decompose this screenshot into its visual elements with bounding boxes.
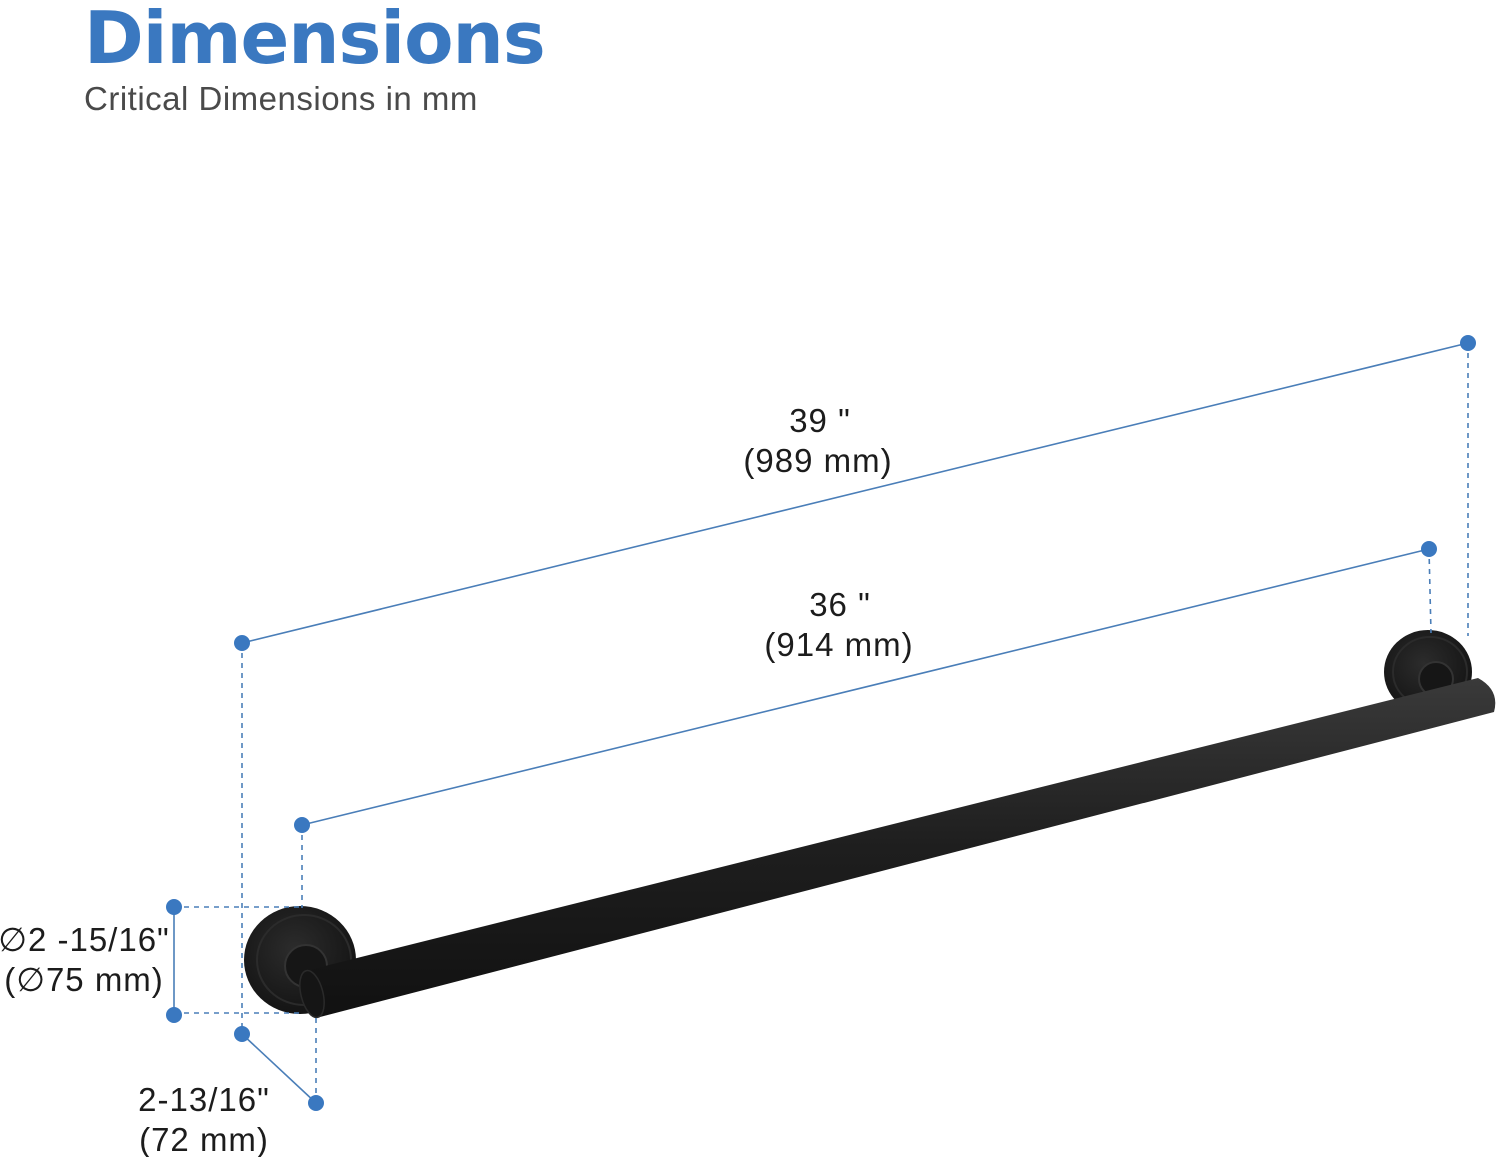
overall-endpoint-right xyxy=(1460,335,1476,351)
overall-length-metric: (989 mm) xyxy=(743,442,892,479)
header: Dimensions Critical Dimensions in mm xyxy=(84,0,546,118)
projection-endpoint-right xyxy=(308,1095,324,1111)
projection-imperial: 2-13/16" xyxy=(138,1081,270,1118)
bar-endpoint-right xyxy=(1421,541,1437,557)
bar-endpoint-left xyxy=(294,817,310,833)
bar-dimension-line xyxy=(301,548,1430,826)
projection-dimension-line xyxy=(241,1033,317,1104)
bar-tube xyxy=(303,678,1496,1017)
diameter-endpoint-top xyxy=(166,899,182,915)
flange-diameter-imperial: ∅2 -15/16" xyxy=(0,921,170,958)
page-title: Dimensions xyxy=(84,0,546,80)
projection-endpoint-left xyxy=(234,1026,250,1042)
bar-end-cap xyxy=(299,969,325,1019)
flange-diameter-metric: (∅75 mm) xyxy=(4,961,164,998)
bar-length-metric: (914 mm) xyxy=(764,626,913,663)
projection-metric: (72 mm) xyxy=(139,1121,269,1157)
overall-endpoint-left xyxy=(234,635,250,651)
towel-bar-product xyxy=(244,630,1496,1019)
bar-extension-right xyxy=(1428,548,1432,634)
diameter-endpoint-bottom xyxy=(166,1007,182,1023)
overall-dimension-line xyxy=(241,342,1469,644)
page-subtitle: Critical Dimensions in mm xyxy=(84,80,478,117)
overall-length-imperial: 39 " xyxy=(789,402,851,439)
bar-length-imperial: 36 " xyxy=(809,586,871,623)
